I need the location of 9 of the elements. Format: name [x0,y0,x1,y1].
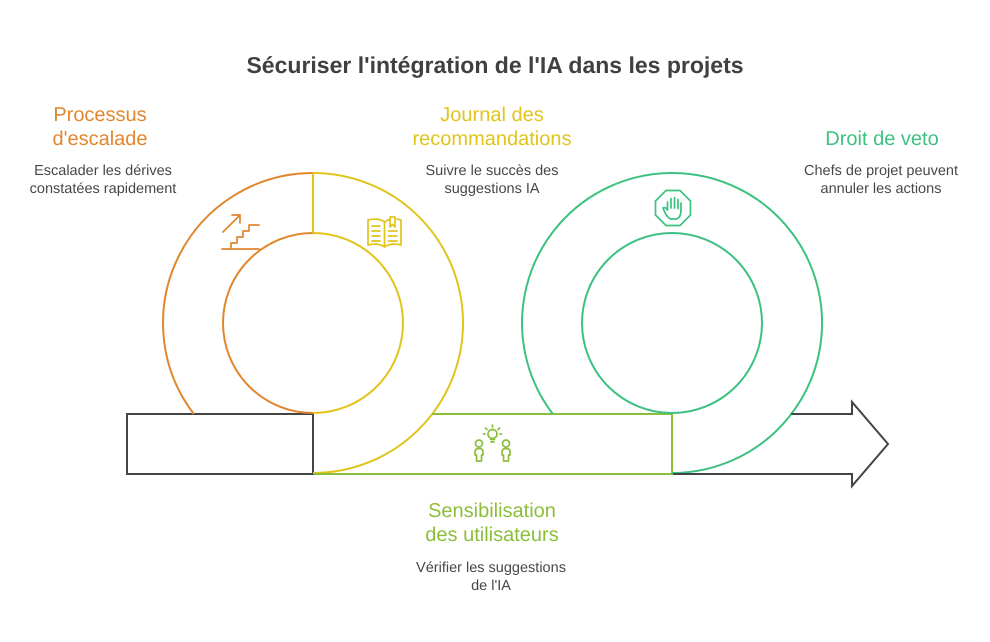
step-heading: Journal des recommandations [412,103,572,151]
step-description: Suivre le succès des suggestions IA [425,162,559,198]
step-description: Vérifier les suggestions de l'IA [416,559,566,595]
step-heading: Droit de veto [824,127,940,151]
diagram-title: Sécuriser l'intégration de l'IA dans les projets [246,51,744,79]
step-description: Escalader les dérives constatées rapidement [29,162,177,198]
step-description: Chefs de projet peuvent annuler les actions [804,162,958,198]
step-heading: Processus d'escalade [52,103,148,151]
step-heading: Sensibilisation des utilisateurs [424,499,560,547]
